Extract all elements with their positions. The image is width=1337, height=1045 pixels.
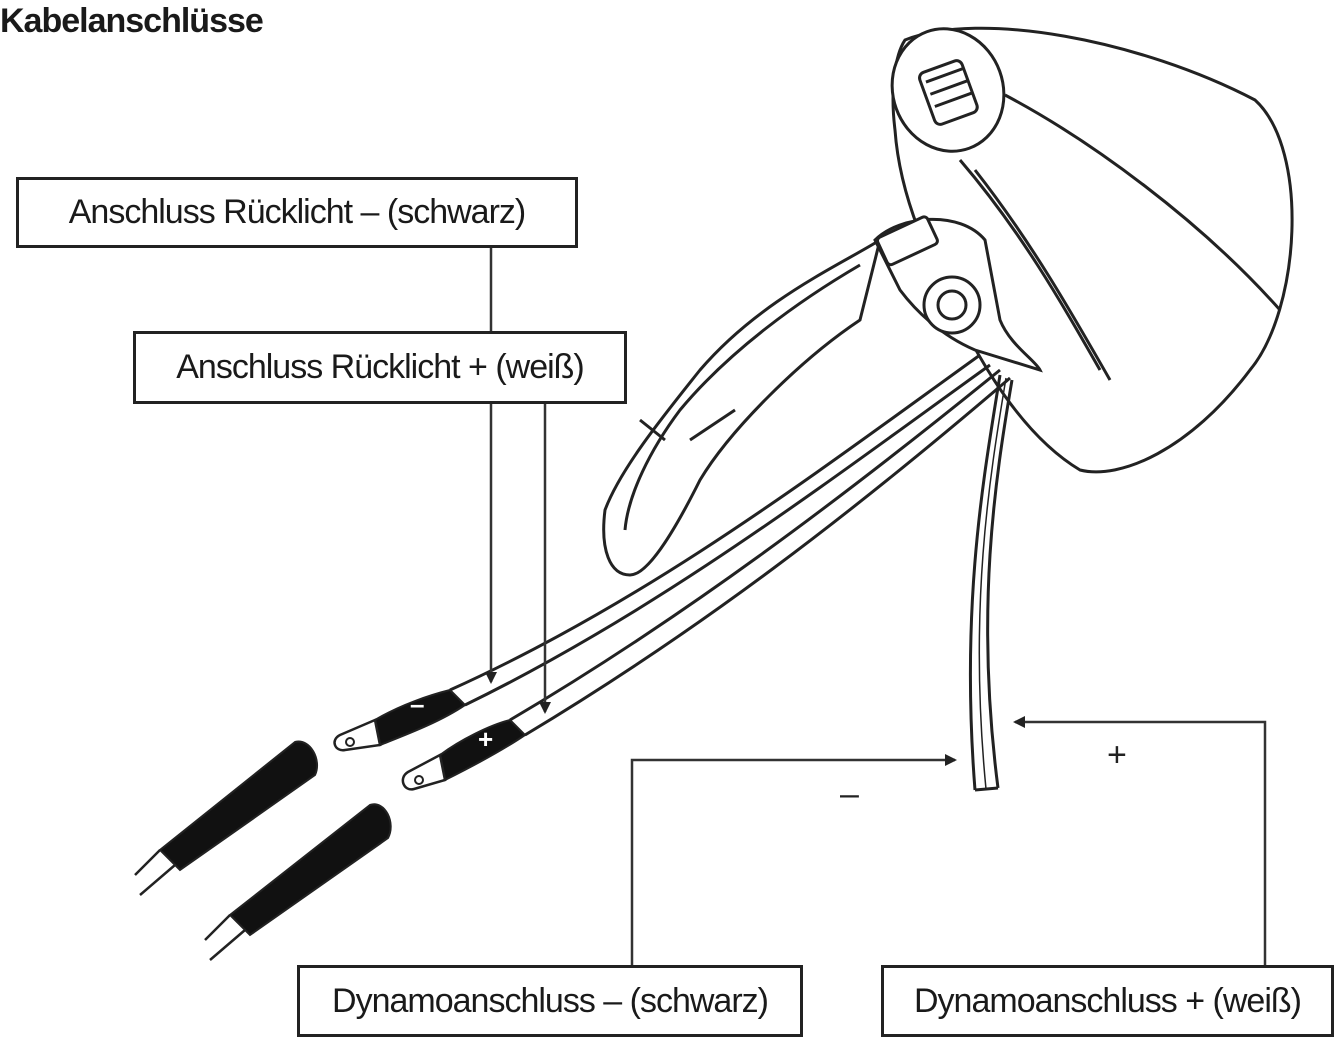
label-dynamo-plus: Dynamoanschluss + (weiß) bbox=[881, 965, 1334, 1037]
leader-lines bbox=[485, 248, 1267, 965]
label-taillight-minus: Anschluss Rücklicht – (schwarz) bbox=[16, 177, 578, 248]
label-dynamo-minus: Dynamoanschluss – (schwarz) bbox=[297, 965, 803, 1037]
mounting-bracket bbox=[602, 215, 1043, 577]
dynamo-plus-sign: + bbox=[1107, 736, 1127, 774]
tail-minus-sign: – bbox=[410, 689, 424, 719]
tail-plus-sign: + bbox=[478, 724, 493, 754]
sleeve-connector-1 bbox=[134, 740, 318, 896]
label-taillight-plus: Anschluss Rücklicht + (weiß) bbox=[133, 331, 627, 404]
tail-plus-connector bbox=[401, 718, 527, 791]
sleeve-connector-2 bbox=[204, 803, 392, 961]
lamp-housing bbox=[890, 26, 1294, 474]
diagram-title: Kabelanschlüsse bbox=[0, 2, 264, 40]
tail-minus-connector bbox=[333, 688, 467, 752]
dynamo-minus-sign: – bbox=[840, 775, 859, 813]
dynamo-cable bbox=[968, 374, 1014, 792]
